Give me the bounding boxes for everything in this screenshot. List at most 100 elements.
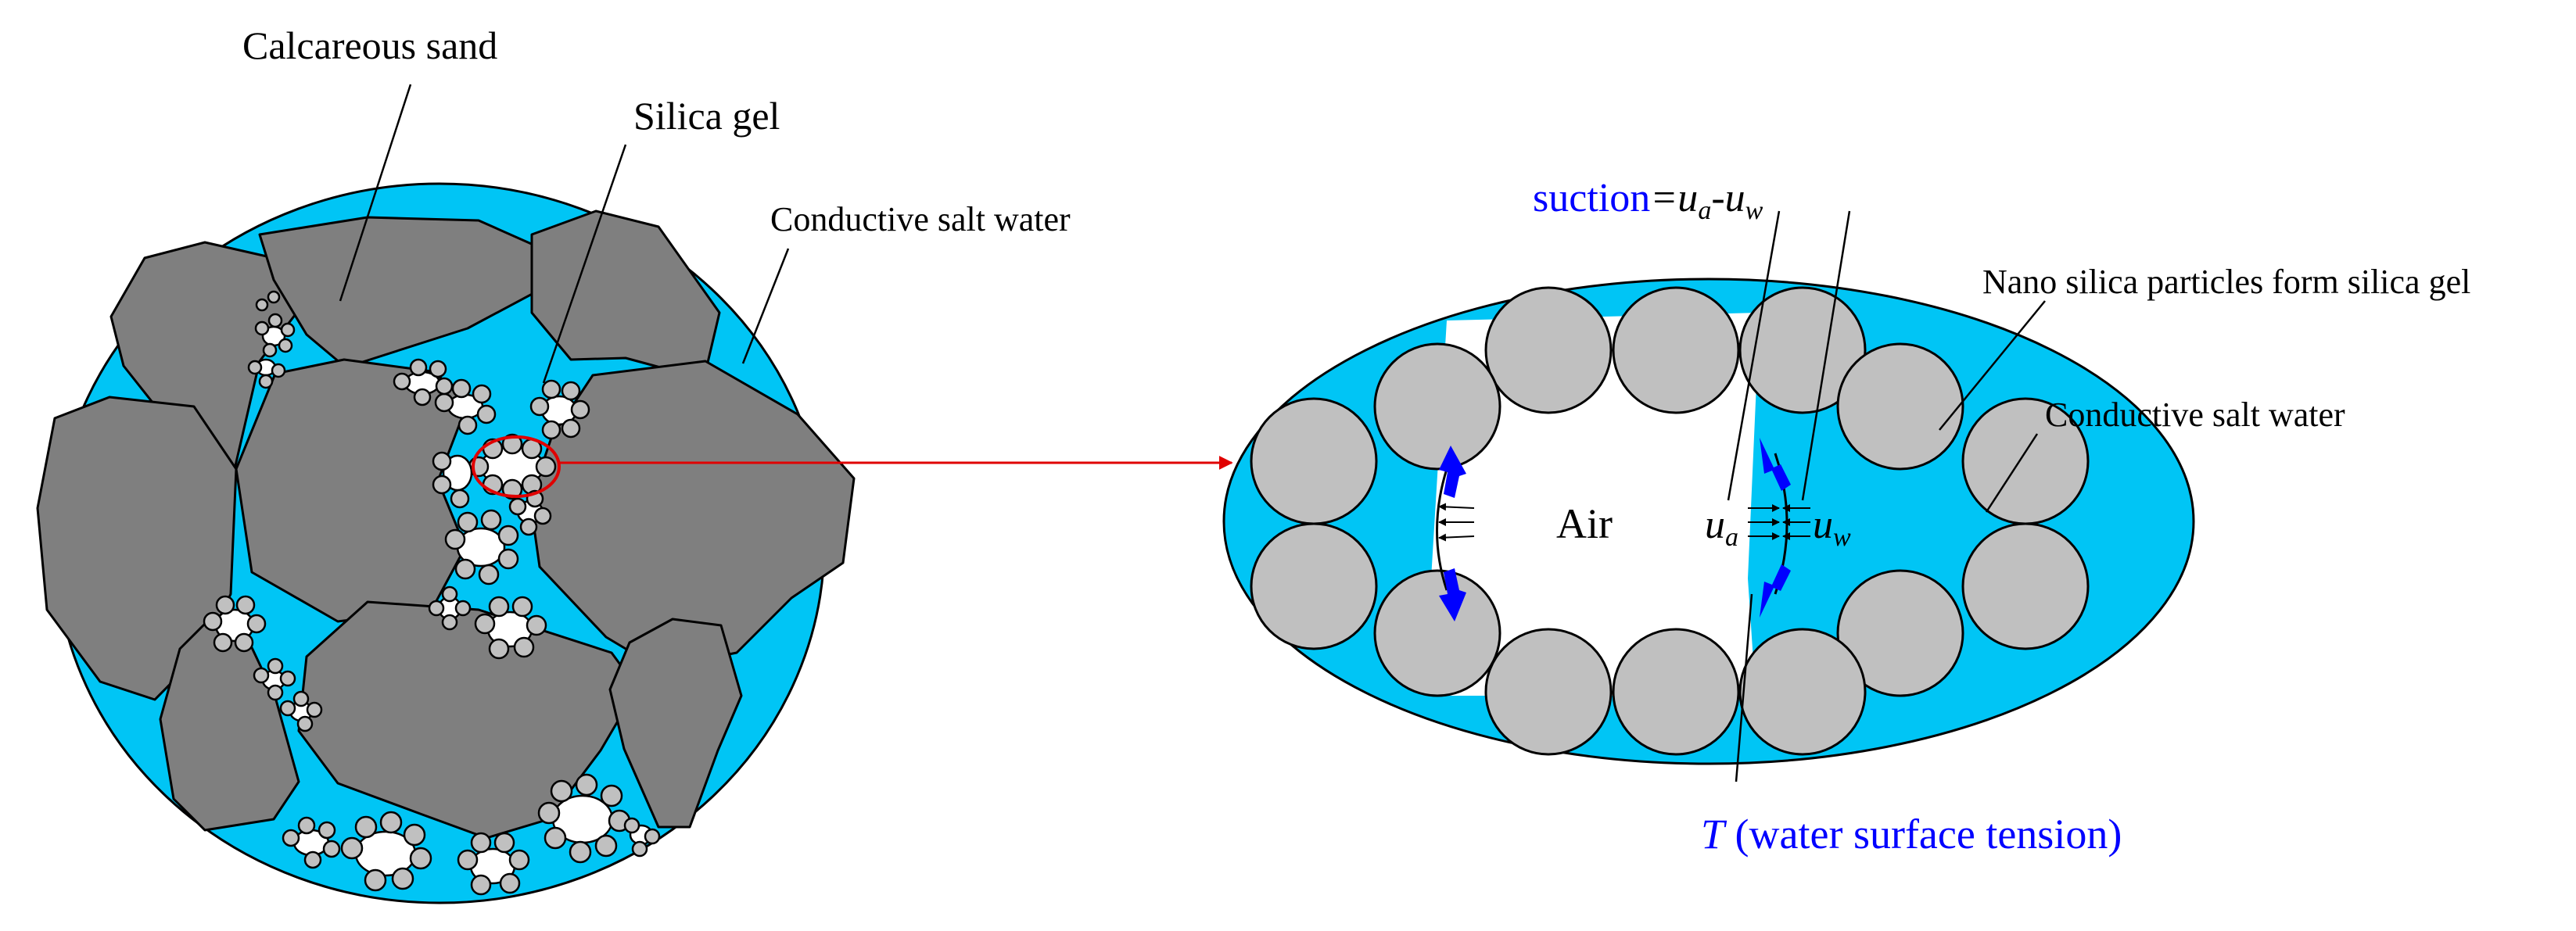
silica-particle [213, 632, 233, 653]
pore-detail-panel: Air suction=ua-uw ua uw Nano silica part… [1222, 176, 2470, 858]
silica-particle [364, 868, 387, 892]
silica-particle [497, 548, 519, 570]
label-tension-symbol: T [1701, 811, 1727, 858]
silica-particle [403, 823, 426, 847]
silica-particle [296, 715, 314, 732]
silica-particle [306, 701, 323, 718]
silica-particle [497, 525, 519, 546]
silica-particle [253, 667, 270, 684]
silica-particle [282, 829, 300, 847]
silica-particle [476, 404, 497, 424]
silica-particle [255, 298, 269, 312]
silica-particle [457, 511, 479, 533]
nano-silica-particle [1836, 342, 1964, 471]
label-ua-sub: a [1725, 523, 1738, 552]
silica-particle [526, 614, 547, 636]
silica-particle [247, 360, 263, 375]
tension-arrow-right-down [1760, 564, 1791, 618]
silica-particle [391, 867, 414, 890]
sand-grain [608, 618, 743, 829]
pressure-arrows [1438, 503, 1810, 542]
leader-line-tension [1735, 593, 1753, 782]
nano-silica-particle [1612, 286, 1740, 414]
silica-particle [432, 451, 452, 471]
silica-particle [537, 801, 561, 825]
label-suction: suction=ua-uw [1533, 176, 1763, 225]
silica-particle [267, 657, 284, 675]
leader-line-uw [1801, 210, 1851, 501]
leader-line-calcareous-sand [339, 84, 412, 302]
silica-particle [279, 670, 296, 687]
silica-particle [318, 821, 336, 840]
silica-particle [519, 517, 538, 536]
silica-particle [561, 381, 581, 401]
silica-particle [493, 832, 515, 854]
label-nano-silica: Nano silica particles form silica gel [1982, 263, 2470, 301]
silica-particle [533, 507, 552, 525]
nano-silica-particle [1484, 628, 1613, 756]
silica-particle [575, 773, 598, 797]
sand-grain [529, 360, 856, 670]
silica-particle [480, 509, 502, 531]
silica-particle [409, 847, 432, 870]
silica-particle [297, 816, 316, 835]
silica-particle [450, 489, 470, 509]
silica-particle [413, 388, 432, 406]
nano-silica-particles [1250, 286, 2090, 756]
silica-particle [267, 684, 284, 701]
silica-particle [379, 811, 403, 834]
nano-silica-particle [1612, 628, 1740, 756]
silica-particle [267, 313, 283, 328]
silica-particle [569, 840, 592, 864]
silica-particle [513, 636, 535, 658]
silica-particle [292, 690, 310, 707]
label-silica-gel: Silica gel [633, 94, 780, 138]
silica-particle [203, 611, 223, 632]
silica-particle [454, 600, 472, 617]
leader-line-nano-silica [1939, 300, 2046, 431]
silica-particle [451, 378, 472, 399]
silica-particle [271, 363, 286, 378]
nano-silica-particle [1738, 628, 1867, 756]
label-uw: uw [1813, 503, 1851, 552]
nano-silica-particle [1961, 522, 2090, 650]
nano-silica-particle [1373, 342, 1501, 471]
silica-particle [444, 528, 466, 550]
silica-particle [409, 358, 428, 377]
silica-particle [501, 433, 523, 455]
silica-particle [432, 474, 452, 495]
silica-particle [541, 379, 561, 399]
surface-tension-arrows [1439, 438, 1791, 621]
label-conductive-salt-water-left: Conductive salt water [770, 200, 1071, 238]
silica-particle [457, 415, 478, 435]
silica-particle [267, 290, 281, 304]
silica-particle [303, 850, 322, 869]
leader-line-salt-water-right [1985, 433, 2039, 513]
label-suction-dash: -u [1711, 176, 1745, 220]
silica-particle [594, 834, 618, 858]
silica-particle [235, 595, 256, 615]
silica-particle [623, 817, 640, 834]
sand-grain [235, 358, 471, 623]
silica-particle [429, 360, 447, 378]
nano-silica-particle [1250, 397, 1378, 525]
silica-particle [454, 558, 476, 580]
silica-particle [234, 632, 254, 653]
leader-lines-left [339, 84, 790, 384]
silica-particle [550, 779, 573, 803]
label-tension-text: (water surface tension) [1724, 811, 2122, 858]
label-suction-sub-w: w [1745, 196, 1763, 225]
leader-line-silica-gel [542, 144, 627, 384]
silica-particle [435, 377, 454, 396]
silica-particle [470, 874, 492, 896]
silica-particle [478, 564, 500, 585]
silica-particle [441, 585, 458, 603]
leader-line-salt-water-left [741, 248, 790, 364]
silica-particle [246, 614, 267, 634]
label-uw-sub: w [1833, 523, 1851, 552]
silica-particle [278, 338, 293, 353]
silica-particle [428, 600, 445, 617]
silica-particle [529, 396, 550, 417]
